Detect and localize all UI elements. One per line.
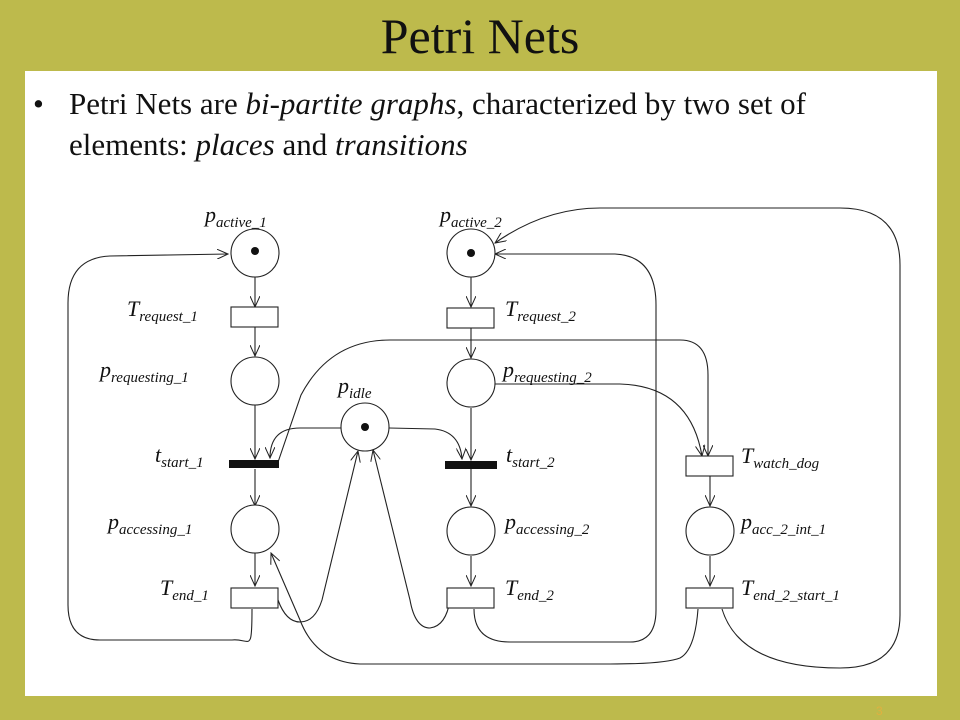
arc-tend1-pidle (277, 451, 358, 623)
label-p-acc-2-int-1: pacc_2_int_1 (739, 509, 826, 538)
bullet-emphasis-transitions: transitions (335, 127, 468, 162)
label-t-request-2: Trequest_2 (505, 296, 576, 325)
bullet-text: Petri Nets are bi-partite graphs, charac… (69, 83, 929, 165)
page-number: 3 (876, 704, 883, 718)
transition-t-watch-dog (685, 455, 734, 477)
transition-t-end-1 (230, 587, 279, 609)
label-t-start-1: tstart_1 (155, 442, 204, 471)
place-p-acc-2-int-1 (685, 506, 735, 556)
bullet-marker: • (33, 86, 44, 121)
arc-tend1-pactive1 (67, 254, 253, 643)
place-p-accessing-1 (230, 504, 280, 554)
place-p-accessing-2 (446, 506, 496, 556)
label-p-requesting-2: prequesting_2 (501, 357, 592, 386)
transition-t-end-2-start-1 (685, 587, 734, 609)
arc-pidle-tstart2 (388, 427, 462, 459)
label-p-idle: pidle (336, 373, 372, 402)
label-p-accessing-2: paccessing_2 (503, 509, 590, 538)
bullet-text-part: , characterized by two set of elements: (69, 86, 806, 162)
bullet-emphasis-places: places (195, 127, 275, 162)
petri-net-diagram: pactive_1 pactive_2 prequesting_1 preque… (67, 202, 901, 669)
arc-tend2-pidle (373, 450, 451, 629)
token-p-active-2 (467, 249, 475, 257)
label-p-active-2: pactive_2 (438, 202, 502, 231)
arc-prequesting2-twatchdog (495, 383, 702, 456)
arc-tstart1-twatchdog (275, 339, 708, 469)
transition-t-start-1 (229, 460, 279, 468)
bullet-emphasis-bipartite: bi-partite graphs (245, 86, 457, 121)
arc-tend2start1-pactive2 (495, 207, 901, 669)
label-p-active-1: pactive_1 (203, 202, 267, 231)
bullet-text-part: Petri Nets are (69, 86, 246, 121)
label-t-start-2: tstart_2 (506, 442, 555, 471)
label-t-end-2-start-1: Tend_2_start_1 (741, 575, 840, 604)
label-t-end-1: Tend_1 (160, 575, 209, 604)
label-p-accessing-1: paccessing_1 (106, 509, 192, 538)
label-t-watch-dog: Twatch_dog (741, 443, 820, 472)
slide-title: Petri Nets (380, 8, 580, 64)
label-t-request-1: Trequest_1 (127, 296, 198, 325)
place-p-requesting-2 (446, 358, 496, 408)
transition-t-start-2 (445, 461, 497, 469)
transition-t-request-2 (446, 307, 495, 329)
bullet-text-part: and (274, 127, 336, 162)
arc-tend2-pactive2 (473, 254, 657, 643)
label-t-end-2: Tend_2 (505, 575, 554, 604)
token-p-idle (361, 423, 369, 431)
transition-t-request-1 (230, 306, 279, 328)
place-p-requesting-1 (230, 356, 280, 406)
token-p-active-1 (251, 247, 259, 255)
transition-t-end-2 (446, 587, 495, 609)
arc-pidle-tstart1 (270, 427, 341, 458)
label-p-requesting-1: prequesting_1 (98, 357, 189, 386)
arc-tend2start1-paccessing1 (271, 553, 699, 665)
